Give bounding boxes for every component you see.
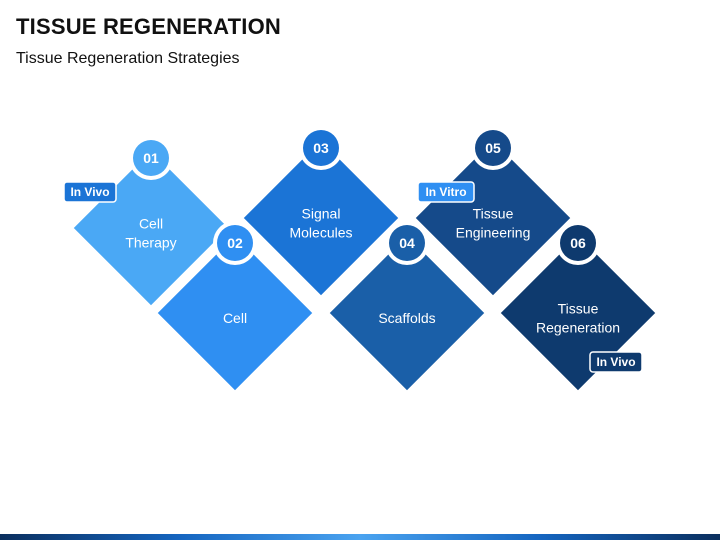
number-tab <box>303 130 339 166</box>
badge-box <box>63 181 117 203</box>
page-title: TISSUE REGENERATION <box>16 14 281 39</box>
step-label: Cell <box>223 310 247 326</box>
number-tab <box>217 225 253 261</box>
step-label: Signal <box>302 206 341 222</box>
step-number: 06 <box>570 235 586 251</box>
step-label: Scaffolds <box>378 310 435 326</box>
step-number: 02 <box>227 235 243 251</box>
badge-in-vivo: In Vivo <box>63 181 117 203</box>
number-tab <box>560 225 596 261</box>
step-label: Molecules <box>289 225 352 241</box>
badge-in-vitro: In Vitro <box>417 181 475 203</box>
badge-text: In Vitro <box>425 185 466 199</box>
badge-box <box>589 351 643 373</box>
number-tab <box>475 130 511 166</box>
step-label: Tissue <box>473 206 514 222</box>
step-diamond <box>239 136 403 300</box>
step-diamond <box>325 231 489 395</box>
step-label: Cell <box>139 216 163 232</box>
number-tab <box>389 225 425 261</box>
step-number: 04 <box>399 235 415 251</box>
badge-text: In Vivo <box>596 355 635 369</box>
step-number: 05 <box>485 140 501 156</box>
step-diamond <box>153 231 317 395</box>
badge-in-vivo: In Vivo <box>589 351 643 373</box>
badge-box <box>417 181 475 203</box>
step-label: Regeneration <box>536 320 620 336</box>
page-subtitle: Tissue Regeneration Strategies <box>16 50 240 67</box>
step-label: Engineering <box>456 225 531 241</box>
number-tab <box>133 140 169 176</box>
step-number: 01 <box>143 150 159 166</box>
step-label: Therapy <box>125 235 176 251</box>
badge-text: In Vivo <box>70 185 109 199</box>
step-label: Tissue <box>558 301 599 317</box>
step-number: 03 <box>313 140 329 156</box>
bottom-accent-bar <box>0 534 720 540</box>
